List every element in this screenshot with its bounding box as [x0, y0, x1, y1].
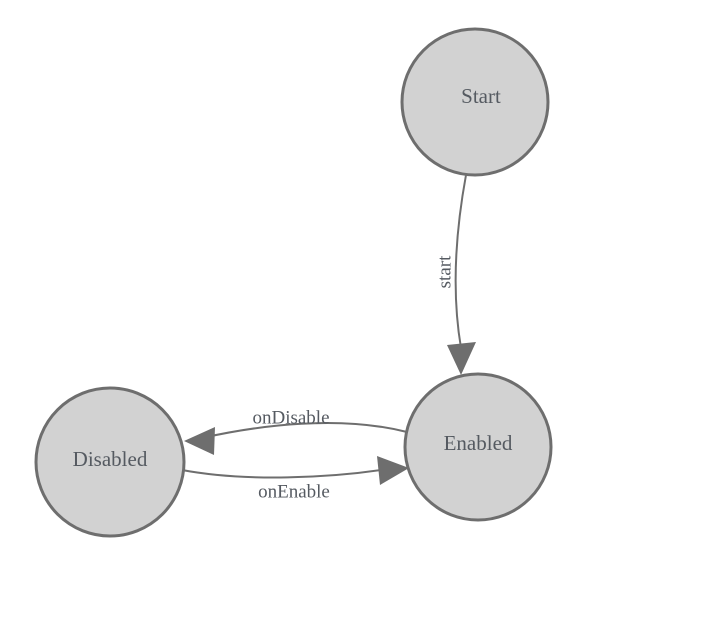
- edge-line-disabled-to-enabled: [181, 468, 389, 479]
- arrow-head-enabled-left: [377, 456, 409, 485]
- edge-line-enabled-to-disabled: [201, 422, 408, 439]
- arrow-head-enabled-top: [447, 342, 476, 375]
- node-label-start: Start: [461, 84, 501, 108]
- edge-start-to-enabled[interactable]: [447, 174, 476, 375]
- node-circle-start: [400, 27, 550, 177]
- edge-enabled-to-disabled[interactable]: [184, 422, 408, 455]
- node-label-disabled: Disabled: [73, 447, 148, 471]
- node-circle-enabled: [403, 372, 553, 522]
- node-enabled[interactable]: Enabled: [403, 372, 553, 522]
- node-label-enabled: Enabled: [444, 431, 513, 455]
- edge-label-start: start: [434, 255, 455, 288]
- node-disabled[interactable]: Disabled: [34, 386, 186, 538]
- node-start[interactable]: Start: [400, 27, 550, 177]
- edge-line-start-to-enabled: [454, 174, 467, 349]
- node-circle-disabled: [34, 386, 186, 538]
- edge-label-on-enable: onEnable: [258, 481, 330, 502]
- edge-disabled-to-enabled[interactable]: [181, 456, 409, 485]
- arrow-head-disabled-right: [184, 427, 215, 455]
- edge-label-on-disable: onDisable: [252, 407, 329, 428]
